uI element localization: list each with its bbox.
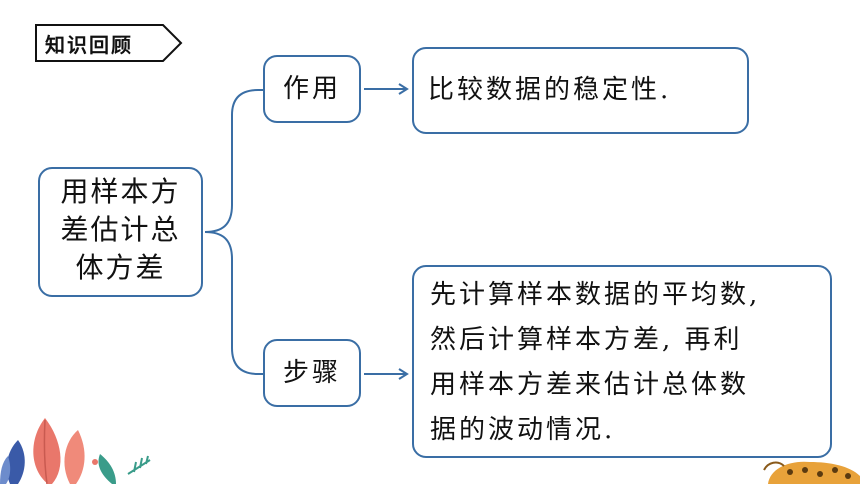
branch-steps-label: 步骤 bbox=[282, 358, 341, 388]
branch-role-description: 比较数据的稳定性. bbox=[412, 47, 749, 134]
branch-steps-line: 先计算样本数据的平均数, bbox=[430, 280, 761, 310]
branch-steps-line: 然后计算样本方差, 再利 bbox=[430, 325, 743, 355]
branch-role-text: 比较数据的稳定性. bbox=[428, 75, 672, 105]
branch-steps-line: 用样本方差来估计总体数 bbox=[430, 370, 750, 400]
center-topic-line: 差估计总 bbox=[60, 213, 181, 246]
section-tag: 知识回顾 bbox=[35, 24, 185, 62]
center-topic-box: 用样本方 差估计总 体方差 bbox=[38, 167, 203, 297]
branch-role-label: 作用 bbox=[282, 74, 341, 104]
branch-steps-box: 步骤 bbox=[263, 339, 361, 407]
leaf-decoration-icon bbox=[0, 418, 151, 484]
section-tag-label: 知识回顾 bbox=[45, 33, 133, 57]
tag-frame-icon bbox=[35, 24, 183, 62]
branch-steps-description: 先计算样本数据的平均数, 然后计算样本方差, 再利 用样本方差来估计总体数 据的… bbox=[412, 265, 832, 458]
center-topic-line: 用样本方 bbox=[60, 175, 181, 208]
center-topic-line: 体方差 bbox=[75, 251, 166, 284]
leopard-decoration-icon bbox=[763, 461, 860, 484]
branch-role-box: 作用 bbox=[263, 55, 361, 123]
branch-steps-line: 据的波动情况. bbox=[430, 415, 616, 445]
